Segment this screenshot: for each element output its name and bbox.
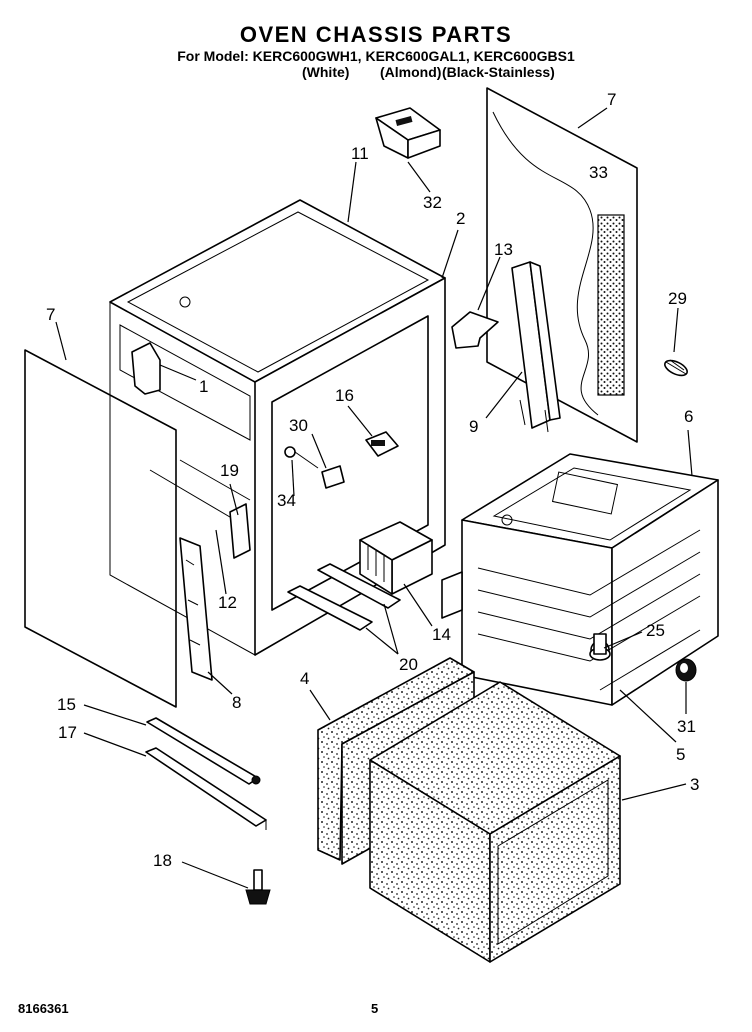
- callout-18: 18: [153, 851, 172, 870]
- page-number: 5: [371, 1001, 379, 1016]
- callout-1: 1: [199, 377, 208, 396]
- rails-20: [287, 563, 401, 631]
- callout-29: 29: [668, 289, 687, 308]
- callout-11: 11: [351, 144, 369, 163]
- callout-19: 19: [220, 461, 239, 480]
- oven-cavity: [441, 453, 719, 706]
- callout-9: 9: [469, 417, 478, 436]
- document-number: 8166361: [18, 1001, 69, 1016]
- screw-29: [664, 359, 688, 377]
- callout-14: 14: [432, 625, 451, 644]
- callout-16: 16: [335, 386, 354, 405]
- callout-labels: 7 11 32 7 33 2 13 29 1 16 30 9 6 19 34 1…: [46, 90, 699, 870]
- front-channel-8: [179, 537, 213, 681]
- model-list: For Model: KERC600GWH1, KERC600GAL1, KER…: [177, 48, 575, 64]
- leader-lines: [55, 107, 693, 889]
- component-block-14: [359, 521, 433, 595]
- callout-15: 15: [57, 695, 76, 714]
- callout-4: 4: [300, 669, 309, 688]
- insulation-strip: [597, 214, 625, 396]
- callout-33: 33: [589, 163, 608, 182]
- vent-cap: [375, 107, 441, 159]
- callout-7-side: 7: [46, 305, 55, 324]
- runner-15: [146, 717, 261, 785]
- bracket-19: [229, 503, 251, 559]
- leveling-leg-18: [245, 869, 271, 905]
- callout-34: 34: [277, 491, 296, 510]
- runner-17: [145, 747, 267, 830]
- callout-30: 30: [289, 416, 308, 435]
- variant-almond: (Almond): [380, 64, 442, 80]
- lens-31: [675, 658, 697, 682]
- callout-12: 12: [218, 593, 237, 612]
- callout-20: 20: [399, 655, 418, 674]
- callout-8: 8: [232, 693, 241, 712]
- variant-white: (White): [302, 64, 350, 80]
- bracket-1: [131, 342, 161, 395]
- callout-31: 31: [677, 717, 696, 736]
- callout-13: 13: [494, 240, 513, 259]
- callout-7-rear: 7: [607, 90, 616, 109]
- callout-2: 2: [456, 209, 465, 228]
- internal-components: [284, 431, 399, 489]
- lamp-socket-25: [589, 633, 611, 661]
- bracket-13: [451, 311, 499, 349]
- callout-5: 5: [676, 745, 685, 764]
- page-title: OVEN CHASSIS PARTS: [239, 22, 513, 47]
- callout-17: 17: [58, 723, 77, 742]
- variant-black-stainless: (Black-Stainless): [442, 64, 555, 80]
- callout-3: 3: [690, 775, 699, 794]
- vertical-channel-9: [511, 261, 561, 433]
- side-panel-left: [24, 349, 177, 708]
- callout-6: 6: [684, 407, 693, 426]
- callout-25: 25: [646, 621, 665, 640]
- callout-32: 32: [423, 193, 442, 212]
- insulation-3: [369, 681, 621, 963]
